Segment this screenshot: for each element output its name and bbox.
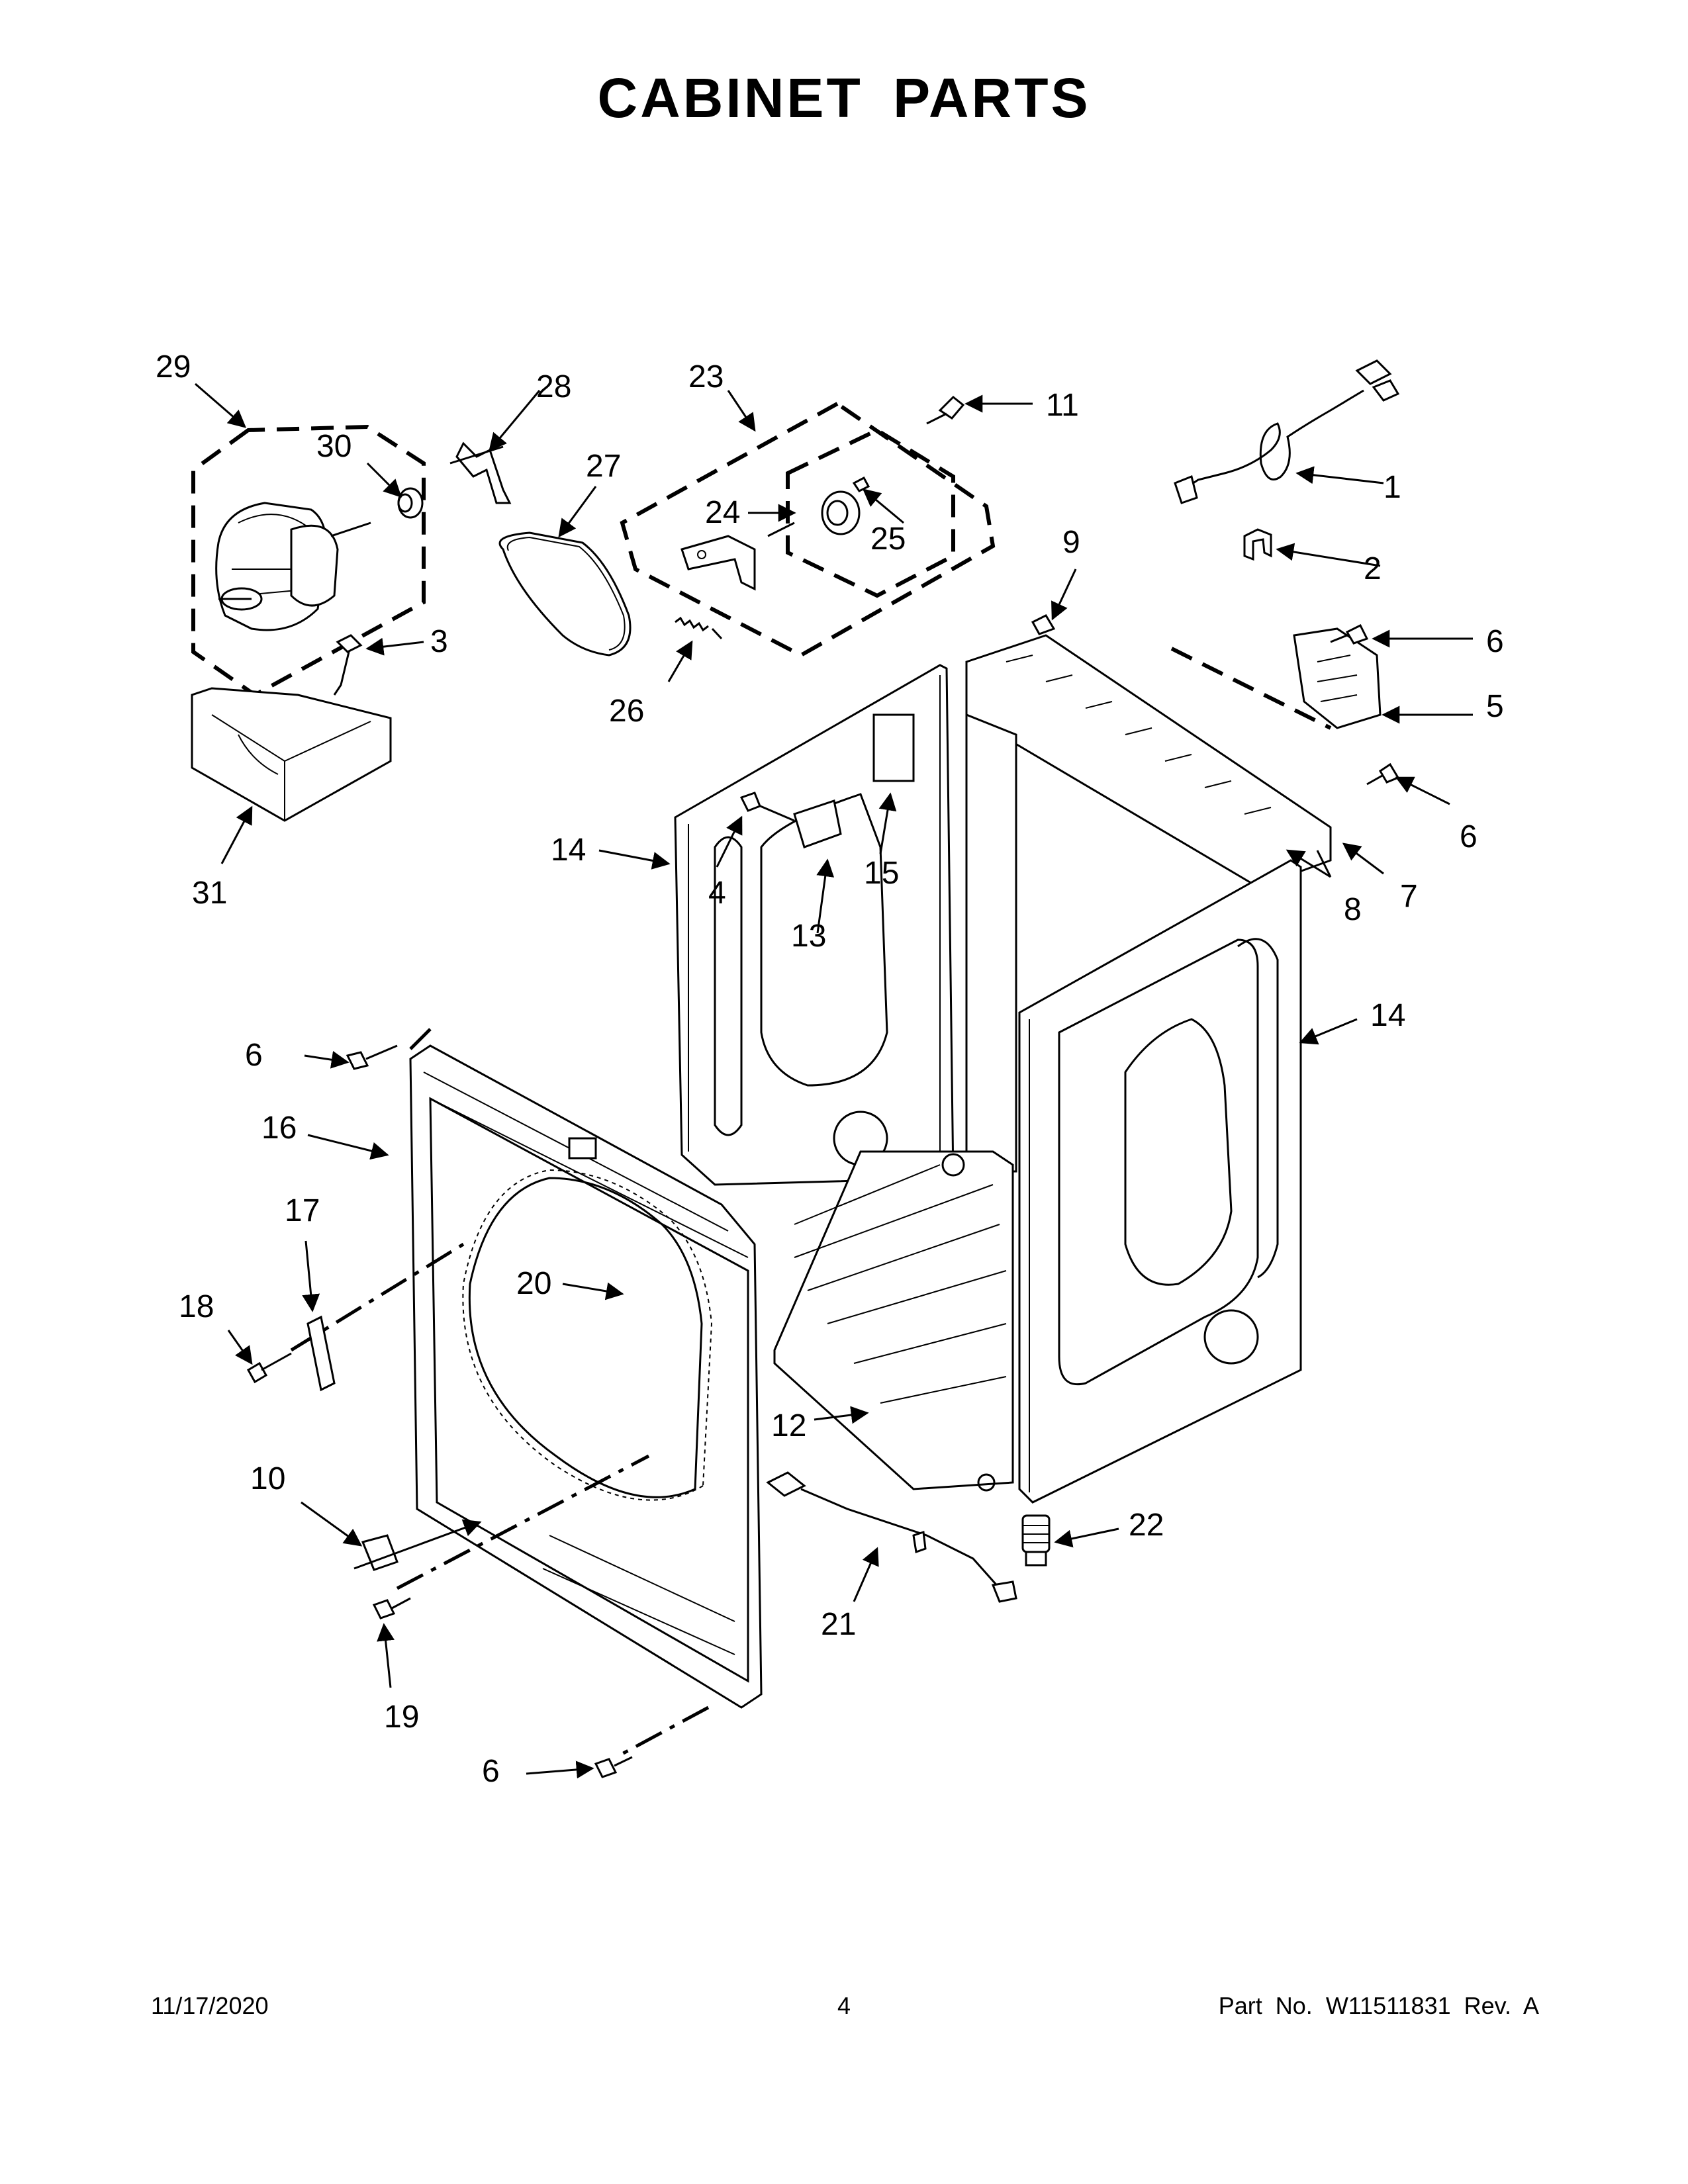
screw-6-rear-top — [1330, 623, 1369, 645]
front-panel — [409, 1044, 763, 1709]
idler-assembly-outline — [620, 401, 996, 658]
door-opening-seal — [462, 1169, 713, 1501]
callout-30: 30 — [316, 429, 352, 464]
bracket-17 — [306, 1315, 336, 1392]
callout-5: 5 — [1486, 689, 1504, 724]
callout-27: 27 — [586, 449, 621, 484]
screw-19 — [372, 1597, 411, 1619]
motor-screw-3 — [333, 634, 363, 696]
callout-6-rear-right: 6 — [1460, 819, 1477, 854]
motor-assembly-outline — [191, 424, 426, 698]
rear-panel-bracket-5 — [1170, 627, 1382, 730]
screw-18 — [246, 1352, 292, 1384]
callout-28: 28 — [536, 369, 571, 404]
callout-15: 15 — [864, 856, 899, 891]
screw-6-top-left — [346, 1044, 398, 1070]
front-panel-dashdot-lines — [290, 1028, 710, 1756]
footer-date: 11/17/2020 — [151, 1992, 269, 2019]
screw-6-rear-right — [1366, 762, 1400, 786]
motor-mount-bracket — [191, 687, 392, 822]
cabinet-base — [773, 1150, 1014, 1492]
idler-clip-25 — [852, 476, 870, 492]
callout-21: 21 — [821, 1607, 856, 1642]
callout-10: 10 — [250, 1461, 285, 1496]
callout-31: 31 — [192, 876, 227, 911]
motor-bracket-28 — [449, 441, 512, 504]
leveling-foot — [1021, 1514, 1051, 1567]
callout-18: 18 — [179, 1289, 214, 1324]
footer-page-number: 4 — [837, 1992, 851, 2019]
vent-10 — [361, 1534, 399, 1571]
callout-6-bottom: 6 — [482, 1754, 500, 1789]
callout-22: 22 — [1129, 1508, 1164, 1543]
callout-2: 2 — [1364, 551, 1382, 586]
callout-14-left: 14 — [551, 833, 586, 868]
callout-3: 3 — [430, 624, 448, 659]
callout-8: 8 — [1344, 892, 1362, 927]
callout-1: 1 — [1383, 470, 1401, 505]
callout-20: 20 — [516, 1266, 551, 1301]
callout-17: 17 — [285, 1193, 320, 1228]
callout-12: 12 — [771, 1408, 806, 1443]
idler-screw-11 — [926, 395, 965, 425]
callout-9: 9 — [1062, 525, 1080, 560]
idler-pulley — [767, 490, 861, 537]
callout-24: 24 — [705, 495, 740, 530]
footer-part-number: Part No. W11511831 Rev. A — [1218, 1992, 1539, 2019]
bracket-13 — [747, 799, 842, 848]
callout-23: 23 — [688, 359, 724, 394]
callout-14-right: 14 — [1370, 998, 1405, 1033]
callout-13: 13 — [791, 919, 826, 954]
screw-4 — [739, 792, 761, 812]
motor-pulley — [397, 487, 424, 519]
leader-arrows — [195, 383, 1473, 1779]
side-panel-right — [1018, 859, 1302, 1504]
callout-6-front-left: 6 — [245, 1038, 263, 1073]
callout-6-rear-top: 6 — [1486, 624, 1504, 659]
page-title: CABINET PARTS — [597, 67, 1091, 129]
callout-26: 26 — [609, 694, 644, 729]
screw-6-bottom — [594, 1756, 633, 1778]
callout-19: 19 — [384, 1700, 419, 1735]
idler-spring — [675, 616, 723, 640]
callout-25: 25 — [870, 522, 906, 557]
callout-16: 16 — [261, 1111, 297, 1146]
rear-panel — [965, 634, 1332, 1173]
wire-harness — [766, 1471, 1017, 1603]
callout-4: 4 — [708, 876, 726, 911]
callout-29: 29 — [156, 349, 191, 385]
idler-bracket — [680, 535, 756, 591]
callout-numbers: 1 2 3 4 5 6 6 6 6 7 8 9 10 11 12 13 14 1… — [156, 349, 1504, 1789]
drive-motor — [215, 502, 371, 631]
power-cord — [1174, 359, 1400, 504]
drive-belt — [498, 531, 632, 657]
screw-9 — [1031, 614, 1056, 635]
cord-clip — [1243, 528, 1272, 561]
callout-11: 11 — [1046, 388, 1079, 423]
callout-7: 7 — [1400, 879, 1418, 914]
